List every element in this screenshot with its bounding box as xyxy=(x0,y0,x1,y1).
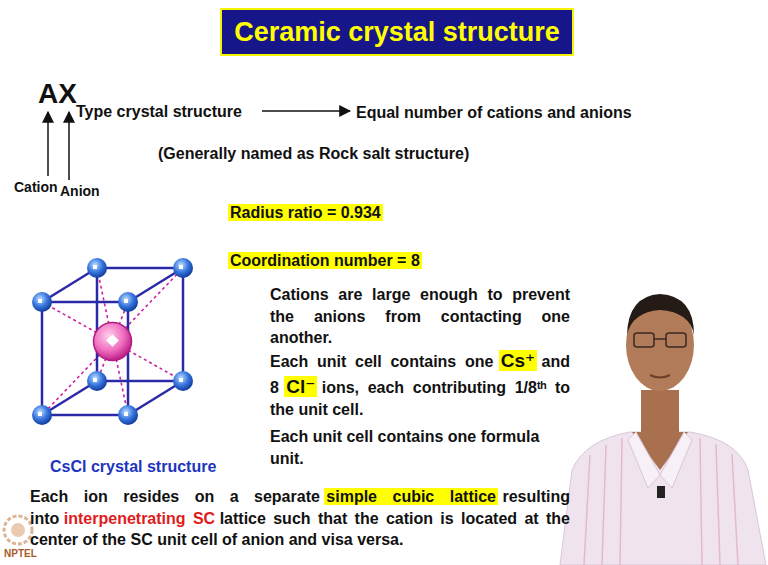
key-value: Radius ratio = 0.934 xyxy=(228,202,383,224)
title-banner: Ceramic crystal structure xyxy=(220,8,574,56)
glasses xyxy=(634,333,686,347)
text-run: Cations are large enough to prevent the … xyxy=(270,286,570,346)
art-part xyxy=(93,265,97,269)
watermark: NPTEL xyxy=(4,549,37,559)
highlighted-text: interpenetrating SC xyxy=(64,510,215,527)
text-run: NPTEL xyxy=(4,548,37,559)
highlighted-text: Radius ratio = 0.934 xyxy=(228,204,383,221)
cesium-ion xyxy=(94,323,132,361)
art-part xyxy=(732,454,738,565)
cube-edges xyxy=(42,268,183,415)
highlighted-text: Coordination number = 8 xyxy=(228,252,422,269)
unit-cell xyxy=(32,258,193,425)
art-part xyxy=(173,371,193,391)
art-part xyxy=(584,455,590,565)
highlighted-text: Cs⁺ xyxy=(499,350,537,371)
text-run: CsCl crystal structure xyxy=(50,458,216,475)
art-part xyxy=(38,299,42,303)
art-part xyxy=(602,445,606,565)
text-run: Cation xyxy=(14,179,58,195)
text-run: (Generally named as Rock salt structure) xyxy=(158,145,469,162)
logo-mark xyxy=(4,516,32,544)
art-part xyxy=(118,292,138,312)
text-run: AX xyxy=(38,78,77,109)
figure-caption: CsCl crystal structure xyxy=(50,456,216,478)
chloride-ions xyxy=(32,258,193,425)
mouth xyxy=(650,375,670,378)
art-part xyxy=(716,444,720,565)
body-text: Cations are large enough to prevent the … xyxy=(270,284,570,349)
text-run: Each ion resides on a separate xyxy=(30,488,320,505)
neck-skin xyxy=(641,390,679,436)
art-part xyxy=(32,405,52,425)
microphone xyxy=(657,486,665,498)
collar xyxy=(628,432,692,488)
art-part xyxy=(124,412,128,416)
slide-title: Ceramic crystal structure xyxy=(234,17,560,48)
art-part xyxy=(179,265,183,269)
note-text: (Generally named as Rock salt structure) xyxy=(158,143,469,165)
arrow xyxy=(47,112,49,176)
hair xyxy=(627,294,694,335)
text-run: Type crystal structure xyxy=(76,103,242,120)
text-run: Each unit cell contains one xyxy=(270,353,493,370)
bond-lines xyxy=(42,268,183,415)
ion-label: Cation xyxy=(14,178,58,197)
art-part xyxy=(179,378,183,382)
key-value: Coordination number = 8 xyxy=(228,250,422,272)
note-text: Equal number of cations and anions xyxy=(356,102,632,124)
structure-type: Type crystal structure xyxy=(76,101,242,123)
art-part xyxy=(124,299,128,303)
text-run: Equal number of cations and anions xyxy=(356,104,632,121)
art-part xyxy=(173,258,193,278)
art-part xyxy=(38,412,42,416)
formula-text: AX xyxy=(38,80,77,108)
art-part xyxy=(654,338,666,340)
arrow xyxy=(68,112,70,180)
art-part xyxy=(4,516,32,544)
art-part xyxy=(700,438,702,565)
art-part xyxy=(118,405,138,425)
art-part xyxy=(634,333,654,347)
ion-label: Anion xyxy=(60,182,100,201)
shirt xyxy=(560,432,766,565)
ion-highlights xyxy=(38,265,183,416)
art-part xyxy=(87,371,107,391)
body-text: Each unit cell contains oneCs⁺and 8Cl⁻io… xyxy=(270,348,570,421)
art-part xyxy=(87,258,107,278)
art-part xyxy=(11,523,25,537)
presenter-figure xyxy=(560,294,766,565)
text-run: Each unit cell contains one formula unit… xyxy=(270,428,539,467)
body-text: Each unit cell contains one formula unit… xyxy=(270,426,570,469)
highlighted-text: Cl⁻ xyxy=(284,376,317,397)
art-part xyxy=(93,378,97,382)
ion-highlight xyxy=(106,334,119,347)
art-part xyxy=(32,292,52,312)
body-text: Each ion resides on a separatesimple cub… xyxy=(30,486,570,551)
art-part xyxy=(666,333,686,347)
highlighted-text: simple cubic lattice xyxy=(324,488,498,505)
art-part xyxy=(620,438,622,565)
text-run: Anion xyxy=(60,183,100,199)
arrow xyxy=(262,110,350,112)
